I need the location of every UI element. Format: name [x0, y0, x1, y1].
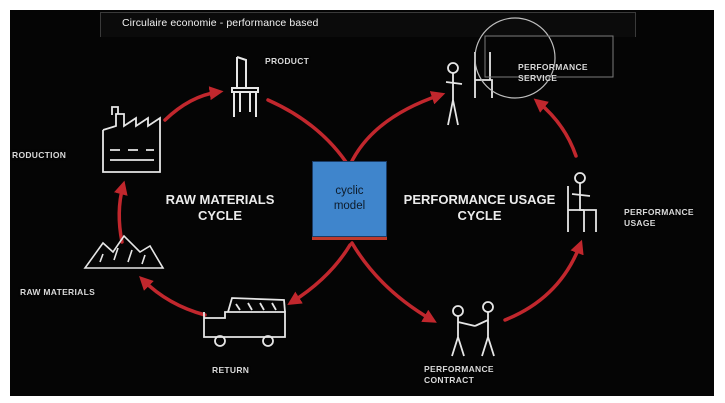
slide-title: Circulaire economie - performance based [122, 17, 319, 29]
arrow-product-to-center [266, 98, 352, 170]
arrow-usage-to-service [533, 98, 578, 158]
arrow-center-to-return [287, 243, 352, 305]
performance-usage-cycle-line1: PERFORMANCE USAGE [403, 192, 556, 207]
cyclic-model-line1: cyclic [335, 185, 364, 197]
label-performance-contract: PERFORMANCE CONTRACT [424, 364, 494, 386]
label-performance-contract-line1: PERFORMANCE [424, 364, 494, 374]
label-performance-service-line2: SERVICE [518, 73, 558, 83]
highlight-circle [474, 17, 556, 99]
service-person-icon [445, 52, 493, 126]
arrow-return-to-raw [139, 276, 207, 317]
cyclic-model-line2: model [333, 200, 366, 212]
usage-person-icon [567, 172, 597, 232]
cyclic-model-box: cyclic model [312, 161, 387, 237]
raw-materials-cycle-label: RAW MATERIALS CYCLE [160, 192, 280, 224]
raw-materials-cycle-line1: RAW MATERIALS [165, 192, 275, 207]
performance-usage-cycle-arrows [348, 91, 584, 323]
label-performance-usage: PERFORMANCE USAGE [624, 207, 694, 229]
label-performance-usage-line2: USAGE [624, 218, 656, 228]
arrow-center-to-contract [350, 241, 437, 323]
highlight-frame [484, 35, 614, 78]
performance-usage-cycle-line2: CYCLE [457, 208, 502, 223]
label-raw-materials: RAW MATERIALS [20, 287, 96, 297]
chair-icon [231, 56, 259, 117]
factory-icon [102, 106, 161, 173]
label-performance-service: PERFORMANCE SERVICE [518, 62, 588, 84]
label-return: RETURN [212, 365, 250, 375]
label-performance-contract-line2: CONTRACT [424, 375, 475, 385]
contract-people-icon [451, 301, 495, 357]
label-production: RODUCTION [12, 150, 67, 160]
label-performance-usage-line1: PERFORMANCE [624, 207, 694, 217]
arrow-raw-to-production [114, 180, 128, 244]
truck-icon [203, 297, 286, 347]
label-product: PRODUCT [265, 56, 310, 66]
raw-materials-cycle-line2: CYCLE [197, 208, 243, 223]
raw-materials-icon [83, 234, 165, 269]
arrow-production-to-product [163, 86, 224, 122]
raw-materials-cycle-arrows [114, 86, 352, 317]
arrow-center-to-service [348, 91, 446, 167]
arrow-contract-to-usage [503, 239, 584, 322]
performance-usage-cycle-label: PERFORMANCE USAGE CYCLE [397, 192, 562, 224]
label-performance-service-line1: PERFORMANCE [518, 62, 588, 72]
